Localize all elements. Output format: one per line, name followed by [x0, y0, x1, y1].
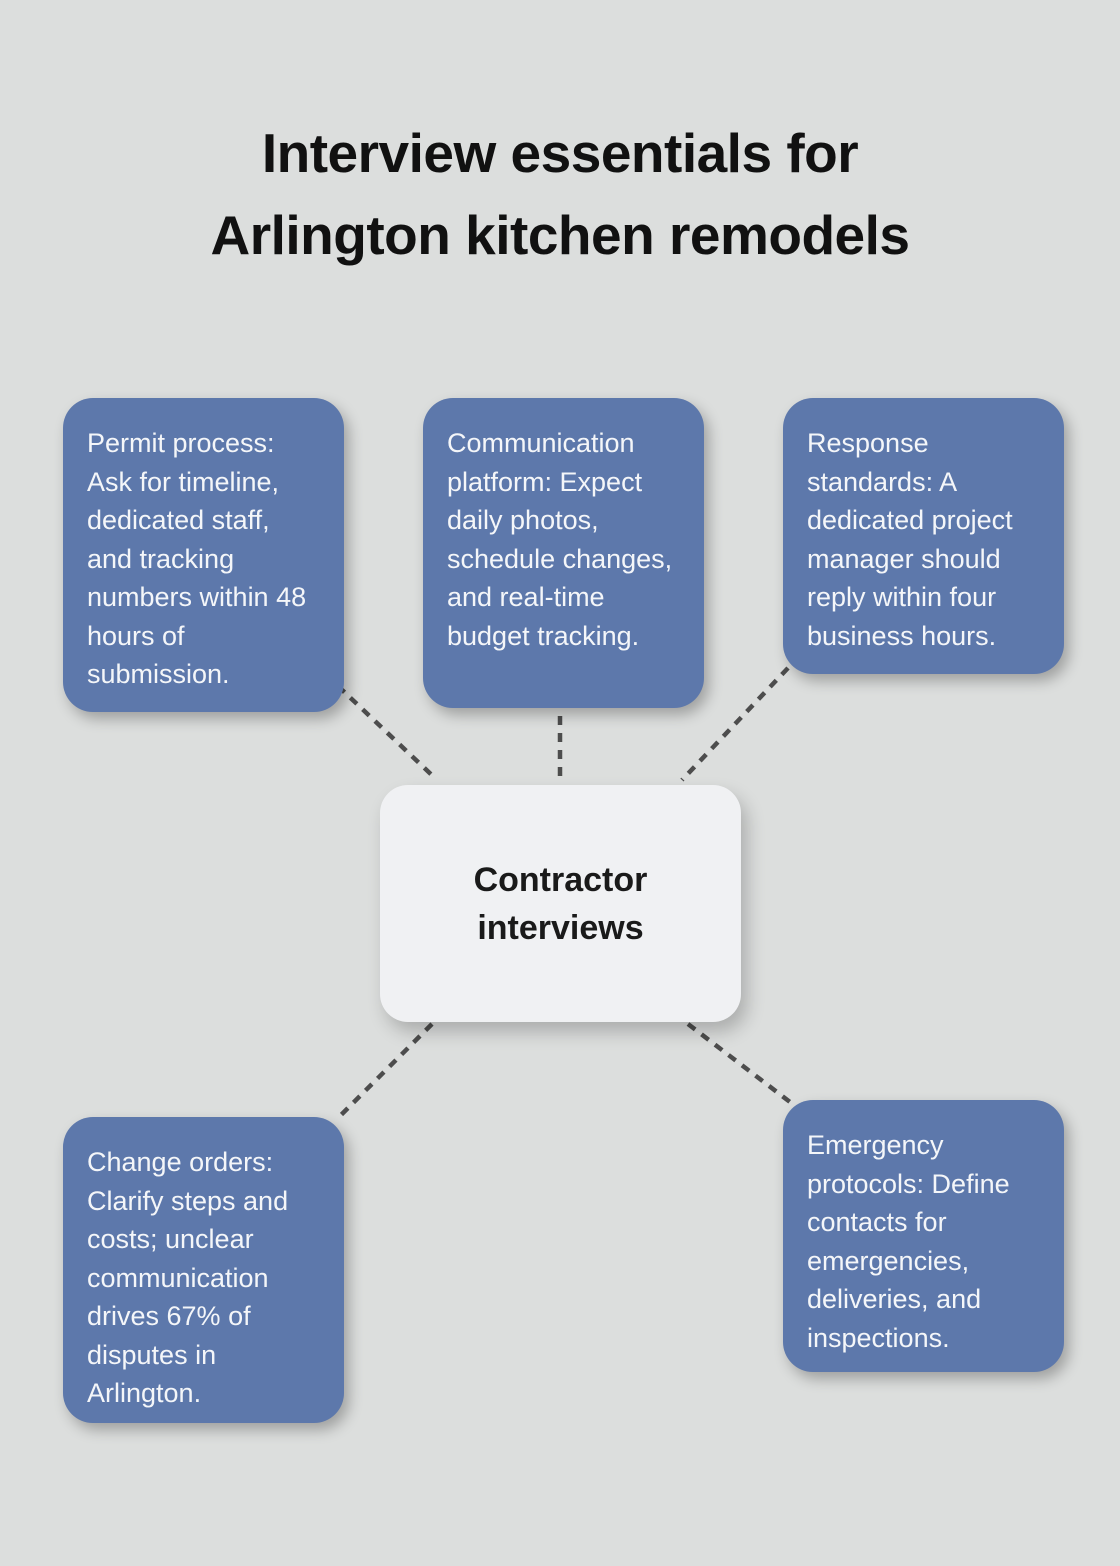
node-emergency-protocols: Emergency protocols: Define contacts for… — [783, 1100, 1064, 1372]
node-communication-platform: Communication platform: Expect daily pho… — [423, 398, 704, 708]
connector-permit-process — [336, 684, 438, 781]
node-permit-process: Permit process: Ask for timeline, dedica… — [63, 398, 344, 712]
page-title-line-1: Interview essentials for — [261, 122, 859, 184]
node-response-standards: Response standards: A dedicated project … — [783, 398, 1064, 674]
node-change-orders: Change orders: Clarify steps and costs; … — [63, 1117, 344, 1423]
center-node-contractor-interviews: Contractor interviews — [380, 785, 741, 1022]
page-title-line-2: Arlington kitchen remodels — [210, 204, 910, 266]
node-emergency-protocols-text: Emergency protocols: Define contacts for… — [807, 1130, 1010, 1353]
node-permit-process-text: Permit process: Ask for timeline, dedica… — [87, 428, 307, 689]
center-node-label: Contractor interviews — [473, 860, 648, 947]
node-change-orders-text: Change orders: Clarify steps and costs; … — [87, 1147, 289, 1408]
page-title: Interview essentials for Arlington kitch… — [0, 112, 1120, 276]
node-communication-platform-text: Communication platform: Expect daily pho… — [447, 428, 673, 651]
connector-emergency-protocols — [686, 1022, 792, 1104]
connector-change-orders — [338, 1022, 434, 1118]
node-response-standards-text: Response standards: A dedicated project … — [807, 428, 1013, 651]
